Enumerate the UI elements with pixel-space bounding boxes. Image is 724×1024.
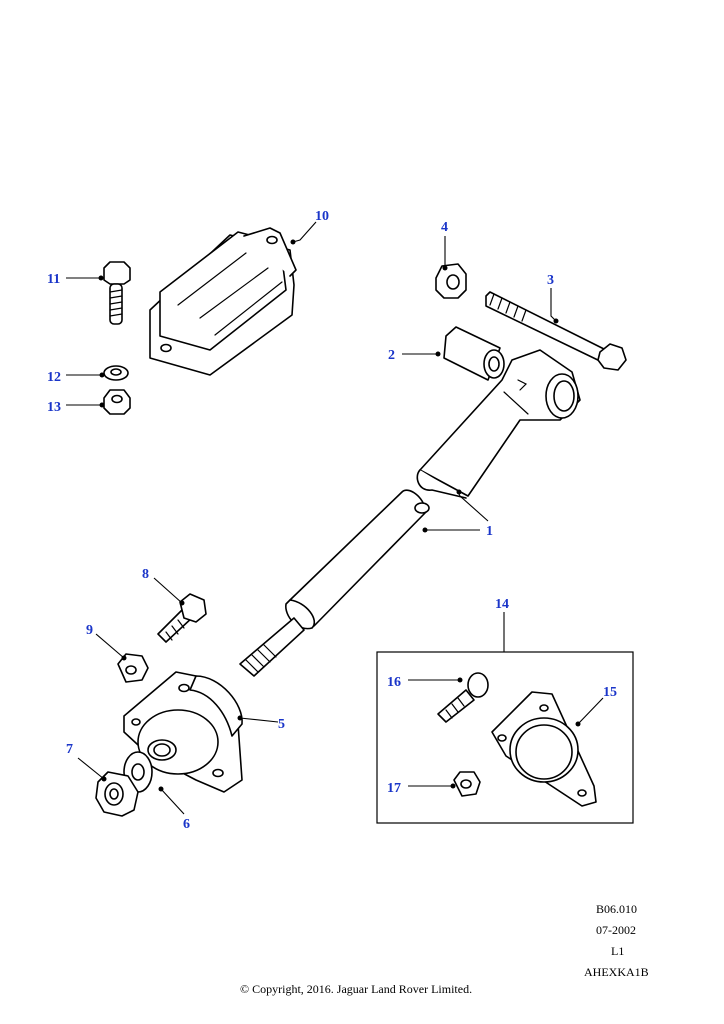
level-label: L1 — [611, 944, 625, 958]
radius-arm-upper-part-1 — [416, 349, 581, 499]
callout-15: 15 — [603, 685, 617, 700]
mounting-bracket-part-10 — [149, 227, 297, 376]
callout-11: 11 — [47, 272, 60, 287]
callout-7: 7 — [66, 742, 73, 757]
bush-part-2 — [443, 326, 505, 381]
callout-16: 16 — [387, 675, 401, 690]
nut-part-7 — [95, 771, 139, 817]
publication-date: 07-2002 — [596, 923, 636, 937]
callout-10: 10 — [315, 209, 329, 224]
leader-dots — [98, 239, 581, 792]
callout-labels: 1 2 3 4 5 6 7 8 9 10 11 12 13 14 15 16 1… — [47, 209, 617, 832]
nut-part-17 — [453, 771, 481, 797]
nut-part-13 — [103, 389, 131, 415]
kit-box-part-14 — [376, 651, 634, 824]
callout-9: 9 — [86, 623, 93, 638]
callout-14: 14 — [495, 597, 509, 612]
copyright-notice: © Copyright, 2016. Jaguar Land Rover Lim… — [240, 982, 473, 996]
bolt-part-8 — [157, 593, 207, 643]
callout-8: 8 — [142, 567, 149, 582]
callout-6: 6 — [183, 817, 190, 832]
radius-arm-lower-part-1 — [239, 489, 430, 677]
bolt-part-11 — [103, 261, 131, 325]
callout-3: 3 — [547, 273, 554, 288]
flanged-housing-part-5 — [123, 671, 243, 793]
callout-1: 1 — [486, 524, 493, 539]
callout-12: 12 — [47, 370, 61, 385]
callout-5: 5 — [278, 717, 285, 732]
washer-part-12 — [103, 365, 129, 381]
long-bolt-part-3 — [485, 291, 627, 371]
callout-13: 13 — [47, 400, 61, 415]
reference-code: B06.010 — [596, 902, 638, 916]
callout-17: 17 — [387, 781, 401, 796]
nut-part-4 — [435, 263, 467, 299]
nut-part-9 — [117, 653, 149, 683]
callout-4: 4 — [441, 220, 448, 235]
gasket-plate-part-15 — [491, 691, 597, 807]
bolt-part-16 — [437, 672, 489, 723]
diagram-code: AHEXKA1B — [584, 965, 649, 979]
callout-2: 2 — [388, 348, 395, 363]
